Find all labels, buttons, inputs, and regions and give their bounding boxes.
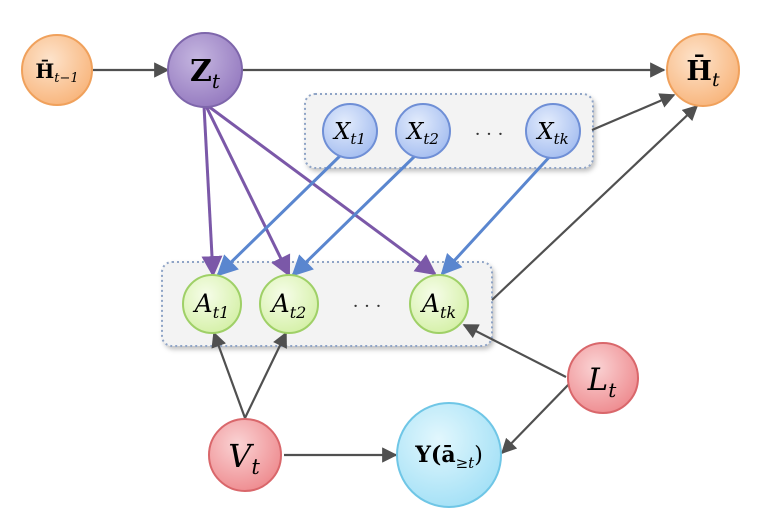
z-main: Z <box>190 54 212 89</box>
node-y: Y(ā≥t) <box>396 402 502 508</box>
x1-sub: t1 <box>350 130 366 148</box>
v-main: V <box>228 437 254 475</box>
svg-text:H̄t: H̄t <box>686 53 720 91</box>
node-l: Lt <box>567 342 639 414</box>
node-x2: Xt2 <box>395 103 451 159</box>
svg-text:H̄t−1: H̄t−1 <box>35 58 78 86</box>
node-h-prev: H̄t−1 <box>21 34 93 106</box>
edge-x2-a2 <box>291 151 420 277</box>
edge-l-y <box>500 382 571 455</box>
svg-text:Lt: Lt <box>587 362 618 402</box>
edge-l-ak <box>462 324 567 378</box>
node-v: Vt <box>208 418 282 492</box>
svg-text:Zt: Zt <box>190 54 221 93</box>
edge-v-a2 <box>244 331 287 419</box>
a1-sub: t1 <box>213 303 230 322</box>
svg-text:Xt2: Xt2 <box>405 119 439 148</box>
h-prev-main: H̄ <box>35 58 54 83</box>
ak-sub: tk <box>440 303 456 322</box>
svg-text:Atk: Atk <box>420 289 456 322</box>
a2-main: A <box>270 289 290 318</box>
edge-z-a1 <box>201 105 223 278</box>
a2-sub: t2 <box>290 303 307 322</box>
ak-main: A <box>420 289 440 318</box>
node-h-t: H̄t <box>666 33 740 107</box>
edge-z-a2 <box>204 105 291 277</box>
node-a2: At2 <box>259 274 319 334</box>
edge-x1-a1 <box>216 151 345 277</box>
xk-main: X <box>535 119 555 145</box>
x-ellipsis: · · · <box>475 124 504 145</box>
xk-sub: tk <box>554 130 569 148</box>
node-z: Zt <box>167 32 243 108</box>
node-a1: At1 <box>182 274 242 334</box>
h-t-sub: t <box>712 69 720 91</box>
node-xk: Xtk <box>525 103 581 159</box>
a-ellipsis: · · · <box>353 296 382 317</box>
edge-ak-ht <box>491 104 699 301</box>
svg-text:Xtk: Xtk <box>535 119 569 148</box>
node-ak: Atk <box>409 274 469 334</box>
a1-main: A <box>193 289 213 318</box>
y-main: Y(ā <box>414 442 455 468</box>
svg-text:Xt1: Xt1 <box>332 119 366 148</box>
edge-xk-ht <box>591 93 676 132</box>
h-prev-sub: t−1 <box>54 71 78 86</box>
x2-main: X <box>405 119 425 145</box>
a-group-box <box>161 261 493 347</box>
l-sub: t <box>608 378 617 402</box>
v-sub: t <box>251 455 260 479</box>
x2-sub: t2 <box>423 130 439 148</box>
edge-z-ak <box>207 104 437 276</box>
h-t-main: H̄ <box>686 53 712 87</box>
node-x1: Xt1 <box>322 103 378 159</box>
y-sub: ≥t <box>456 454 476 472</box>
svg-text:Vt: Vt <box>228 437 260 479</box>
l-main: L <box>587 362 609 398</box>
svg-text:At2: At2 <box>270 289 307 322</box>
svg-text:At1: At1 <box>193 289 230 322</box>
x1-main: X <box>332 119 352 145</box>
svg-text:Y(ā≥t): Y(ā≥t) <box>414 442 483 472</box>
edges <box>93 62 699 463</box>
y-tail: ) <box>474 443 483 468</box>
edge-v-a1 <box>211 331 247 419</box>
z-sub: t <box>212 69 221 93</box>
edge-xk-ak <box>440 151 555 276</box>
